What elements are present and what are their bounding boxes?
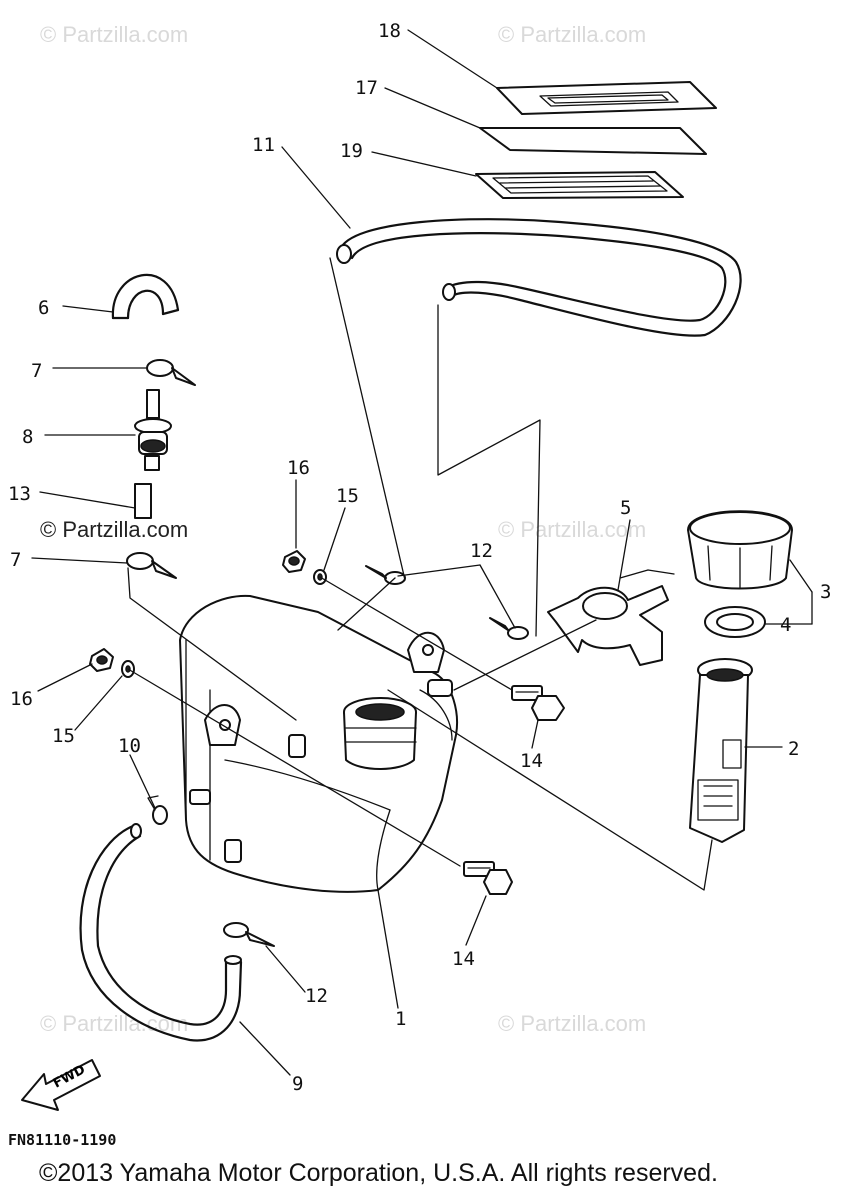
callout-17: 17 [355,77,378,99]
callout-10: 10 [118,735,141,757]
part-2-strainer[interactable] [689,658,753,843]
callout-11: 11 [252,134,275,156]
part-10-clip[interactable] [147,795,168,825]
callout-14-upper: 14 [520,750,543,772]
part-12-hose-clamp-upper-a[interactable] [365,565,406,585]
watermark-bottom-left: © Partzilla.com [40,1011,188,1036]
callout-14-lower: 14 [452,948,475,970]
part-3-tank-cap[interactable] [687,510,793,590]
part-12-hose-clamp-lower[interactable] [223,922,275,947]
part-11-breather-hose[interactable] [336,218,742,337]
part-6-elbow-hose[interactable] [111,273,180,320]
callout-13: 13 [8,483,31,505]
callout-3: 3 [820,581,831,603]
part-16-nut-upper[interactable] [282,550,306,573]
callout-15-upper: 15 [336,485,359,507]
part-4-cap-gasket[interactable] [704,606,766,638]
part-17-cover-sheet[interactable] [479,127,707,155]
callout-12-lower: 12 [305,985,328,1007]
part-14-bolt-lower[interactable] [463,861,513,895]
callout-19: 19 [340,140,363,162]
watermark-top-right: © Partzilla.com [498,22,646,47]
part-8-check-valve[interactable] [134,389,172,471]
leader-lines [31,29,813,1076]
callout-5: 5 [620,497,631,519]
callout-2: 2 [788,738,799,760]
part-1-oil-tank[interactable] [179,594,458,893]
callout-1: 1 [395,1008,406,1030]
copyright-notice: ©2013 Yamaha Motor Corporation, U.S.A. A… [39,1159,718,1187]
callout-8: 8 [22,426,33,448]
fwd-direction-arrow: FWD [21,1059,101,1111]
assembly-lines [127,257,713,891]
watermark-mid-right: © Partzilla.com [498,517,646,542]
part-9-oil-hose[interactable] [79,823,243,1042]
callout-12-upper: 12 [470,540,493,562]
callout-18: 18 [378,20,401,42]
part-7-hose-clamp-lower[interactable] [126,552,177,579]
watermark-top-left: © Partzilla.com [40,22,188,47]
part-19-grille-plate[interactable] [475,171,684,199]
part-12-hose-clamp-upper-b[interactable] [489,617,529,640]
callout-15-lower: 15 [52,725,75,747]
part-14-bolt-upper[interactable] [511,685,565,721]
callout-6: 6 [38,297,49,319]
diagram-code: FN81110-1190 [8,1131,117,1149]
part-13-pipe[interactable] [134,483,152,519]
callout-4: 4 [780,614,791,636]
part-18-label-plate[interactable] [496,81,717,115]
watermark-mid-left: © Partzilla.com [40,517,188,542]
callout-7-upper: 7 [31,360,42,382]
part-7-hose-clamp-upper[interactable] [146,359,196,386]
callout-16-lower: 16 [10,688,33,710]
part-5-bracket[interactable] [547,569,675,666]
callout-16-upper: 16 [287,457,310,479]
callout-9: 9 [292,1073,303,1095]
callout-7-lower: 7 [10,549,21,571]
watermark-bottom-right: © Partzilla.com [498,1011,646,1036]
part-16-nut-lower[interactable] [89,648,114,672]
